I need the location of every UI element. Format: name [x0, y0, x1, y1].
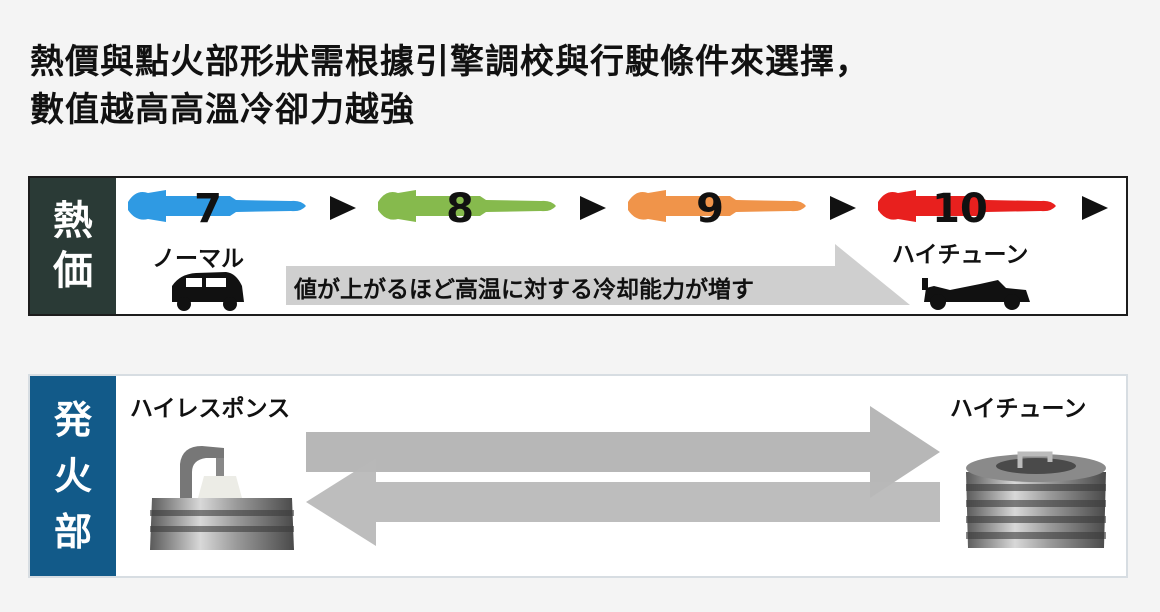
plug-9-icon: 9: [628, 186, 806, 232]
step-arrow-icon-4: [1082, 196, 1108, 220]
heat-side-char-2: 価: [53, 248, 93, 294]
plug-7-number: 7: [194, 186, 222, 232]
firing-part-panel: 発 火 部 ハイレスポンス ハイチューン: [28, 374, 1128, 578]
step-arrow-icon-3: [830, 196, 856, 220]
race-car-icon: [922, 278, 1030, 310]
high-tune-caption: ハイチューン: [892, 242, 1028, 268]
normal-car-icon: [172, 272, 244, 311]
headline: 熱價與點火部形狀需根據引擎調校與行駛條件來選擇， 數值越高高溫冷卻力越強: [30, 38, 1130, 134]
heat-range-diagram: 値が上がるほど高温に対する冷却能力が増す 7 8 9 10 ノーマル ハイチュー…: [128, 186, 1108, 311]
high-response-caption: ハイレスポンス: [130, 395, 290, 422]
projected-plug-tip-icon: [150, 446, 294, 550]
plug-10-body: [878, 190, 1056, 222]
left-arrow: [306, 458, 940, 546]
heat-side-char-1: 熱: [53, 198, 93, 244]
firing-part-diagram: ハイレスポンス ハイチューン: [130, 395, 1106, 550]
plug-9-body: [628, 190, 806, 222]
normal-caption: ノーマル: [152, 246, 244, 272]
plug-8-body: [378, 190, 556, 222]
plug-8-number: 8: [446, 186, 474, 232]
fire-side-char-1: 発: [53, 398, 92, 442]
headline-line-1: 熱價與點火部形狀需根據引擎調校與行駛條件來選擇，: [30, 42, 870, 82]
fire-side-char-3: 部: [53, 510, 92, 554]
plug-10-number: 10: [932, 186, 988, 232]
plug-10-icon: 10: [878, 186, 1056, 232]
headline-line-2: 數值越高高溫冷卻力越強: [30, 90, 415, 130]
fire-side-char-2: 火: [53, 454, 92, 498]
step-arrow-icon-1: [330, 196, 356, 220]
step-arrow-icon-2: [580, 196, 606, 220]
plug-7-icon: 7: [128, 186, 306, 232]
heat-range-panel: 熱 価 値が上がるほど高温に対する冷却能力が増す 7 8 9 10 ノーマル: [28, 176, 1128, 316]
plug-8-icon: 8: [378, 186, 556, 232]
plug-7-body: [128, 190, 306, 222]
threaded-plug-tip-icon: [966, 451, 1106, 548]
high-tune-caption-2: ハイチューン: [950, 396, 1086, 422]
heat-progress-arrow: [286, 244, 910, 305]
right-arrow: [306, 406, 940, 498]
fire-side-label: 発 火 部: [30, 376, 116, 576]
heat-arrow-text: 値が上がるほど高温に対する冷却能力が増す: [293, 276, 754, 303]
heat-side-label: 熱 価: [30, 178, 116, 314]
plug-9-number: 9: [696, 186, 724, 232]
